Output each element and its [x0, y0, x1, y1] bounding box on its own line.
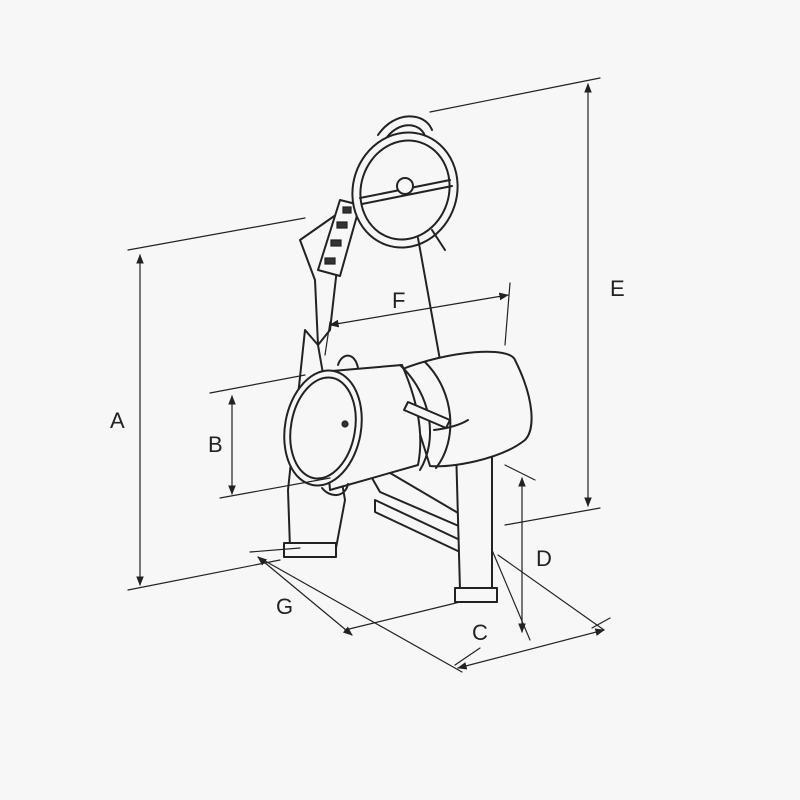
rear-foot	[283, 542, 337, 558]
front-foot	[454, 587, 498, 603]
kettle-lid	[283, 369, 363, 487]
dimension-lines	[127, 77, 611, 673]
dimension-g-line	[257, 556, 353, 636]
drive-housing	[417, 229, 446, 361]
lid-handle	[337, 354, 359, 369]
dimension-b-label: B	[208, 432, 223, 457]
dimension-g-label: G	[276, 594, 293, 619]
machine	[283, 115, 533, 603]
panel-button	[330, 239, 342, 247]
dimension-a-label: A	[110, 408, 125, 433]
dimension-c-line	[457, 628, 605, 670]
panel-button	[342, 206, 352, 214]
panel-button	[336, 221, 348, 229]
dimension-c-label: C	[472, 620, 488, 645]
dimension-d-label: D	[536, 546, 552, 571]
dimension-labels: A B C D E F G	[110, 276, 625, 645]
panel-button	[324, 257, 336, 265]
handwheel	[351, 115, 459, 249]
dimension-f-label: F	[392, 288, 405, 313]
stirrer-shaft	[403, 401, 451, 429]
dimension-e-label: E	[610, 276, 625, 301]
kettle-rear-shell	[399, 350, 533, 468]
dimension-f-line	[329, 292, 509, 328]
